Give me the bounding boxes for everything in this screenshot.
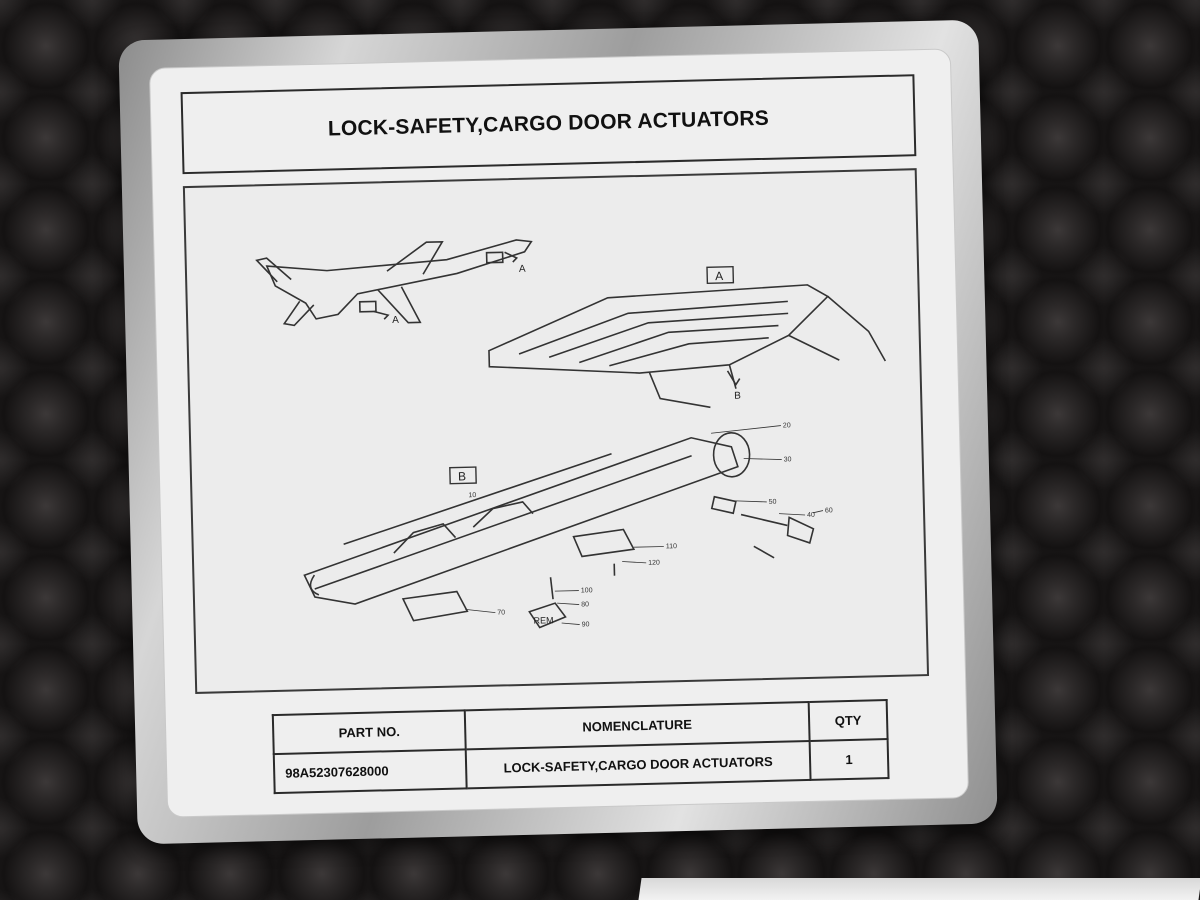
part-60-label: 60 (825, 507, 833, 514)
actuator-lock-assembly (303, 431, 751, 605)
arrow-a-lower-label: A (392, 315, 399, 326)
airplane-illustration (255, 239, 533, 327)
arrow-b-label: B (734, 391, 741, 402)
rem-tag-text: REM (533, 615, 553, 625)
parts-table: PART NO. NOMENCLATURE QTY 98A52307628000… (271, 699, 890, 795)
part-10-label: 10 (468, 492, 476, 499)
header-qty: QTY (808, 700, 888, 741)
header-part-no: PART NO. (272, 710, 466, 755)
leader-lines (465, 425, 824, 625)
part-40-label: 40 (807, 512, 815, 519)
parts-diagram: A A A (255, 239, 887, 629)
view-b-label-box: B (449, 466, 477, 485)
view-a-label: A (715, 269, 723, 283)
part-30-label: 30 (784, 456, 792, 463)
rem-tag-outline (528, 602, 567, 629)
cell-qty: 1 (809, 739, 889, 780)
view-a-label-box: A (706, 265, 735, 285)
part-90-label: 90 (582, 621, 590, 628)
placard-card: LOCK-SAFETY,CARGO DOOR ACTUATORS A A (148, 48, 970, 818)
diagram-panel: A A A (182, 168, 930, 694)
placard-title: LOCK-SAFETY,CARGO DOOR ACTUATORS (327, 106, 770, 141)
part-120-label: 120 (648, 560, 660, 567)
view-b-label: B (458, 469, 466, 483)
arrow-a-upper-label: A (519, 264, 526, 275)
arrow-a-upper: A (504, 251, 526, 275)
pin-assembly (710, 495, 815, 559)
case-edge (638, 878, 1200, 900)
arrow-b: B (726, 370, 741, 402)
title-box: LOCK-SAFETY,CARGO DOOR ACTUATORS (180, 74, 917, 175)
part-50-label: 50 (769, 499, 777, 506)
part-100-label: 100 (581, 587, 593, 594)
arrow-a-lower: A (373, 310, 399, 326)
hinge-plates: REM (401, 528, 636, 629)
cell-nomenclature: LOCK-SAFETY,CARGO DOOR ACTUATORS (465, 740, 811, 789)
part-80-label: 80 (581, 601, 589, 608)
cell-part-no: 98A52307628000 (273, 749, 467, 794)
part-110-label: 110 (666, 543, 677, 550)
cargo-door-panel (488, 284, 887, 409)
part-70-label: 70 (497, 609, 505, 616)
part-20-label: 20 (783, 422, 791, 429)
